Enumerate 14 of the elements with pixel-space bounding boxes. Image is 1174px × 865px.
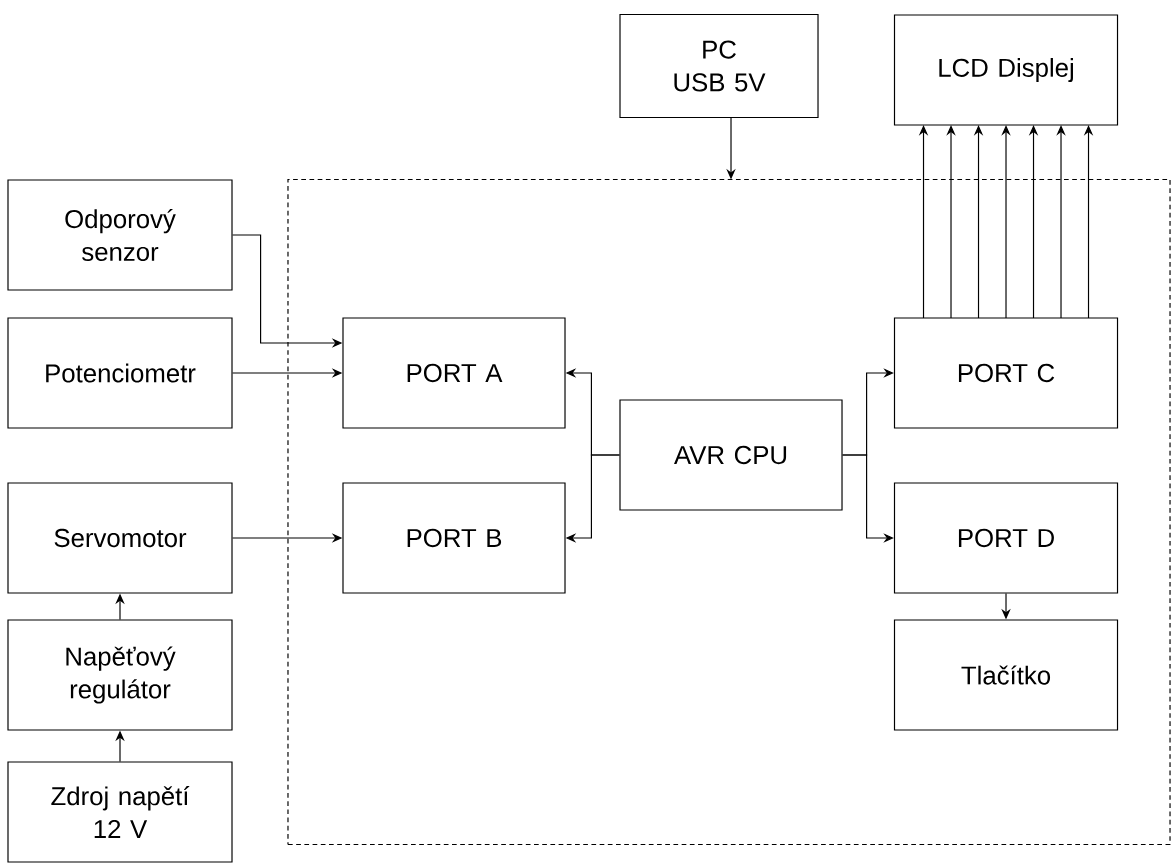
process-box: LCD Displej <box>893 14 1119 126</box>
process-box: PORT B <box>342 482 566 594</box>
dashed-boundary <box>287 178 1171 846</box>
process-box: Odporový senzor <box>7 179 233 291</box>
process-box: PORT D <box>893 482 1119 594</box>
process-box: Zdroj napětí 12 V <box>7 761 233 863</box>
process-box: PORT A <box>342 317 566 429</box>
process-box: AVR CPU <box>619 399 843 511</box>
process-box: Tlačítko <box>893 619 1119 731</box>
process-box: Potenciometr <box>7 317 233 429</box>
process-box: PC USB 5V <box>619 13 819 119</box>
process-box: Servomotor <box>7 482 233 594</box>
process-box: Napěťový regulátor <box>7 619 233 731</box>
process-box: PORT C <box>893 317 1119 429</box>
